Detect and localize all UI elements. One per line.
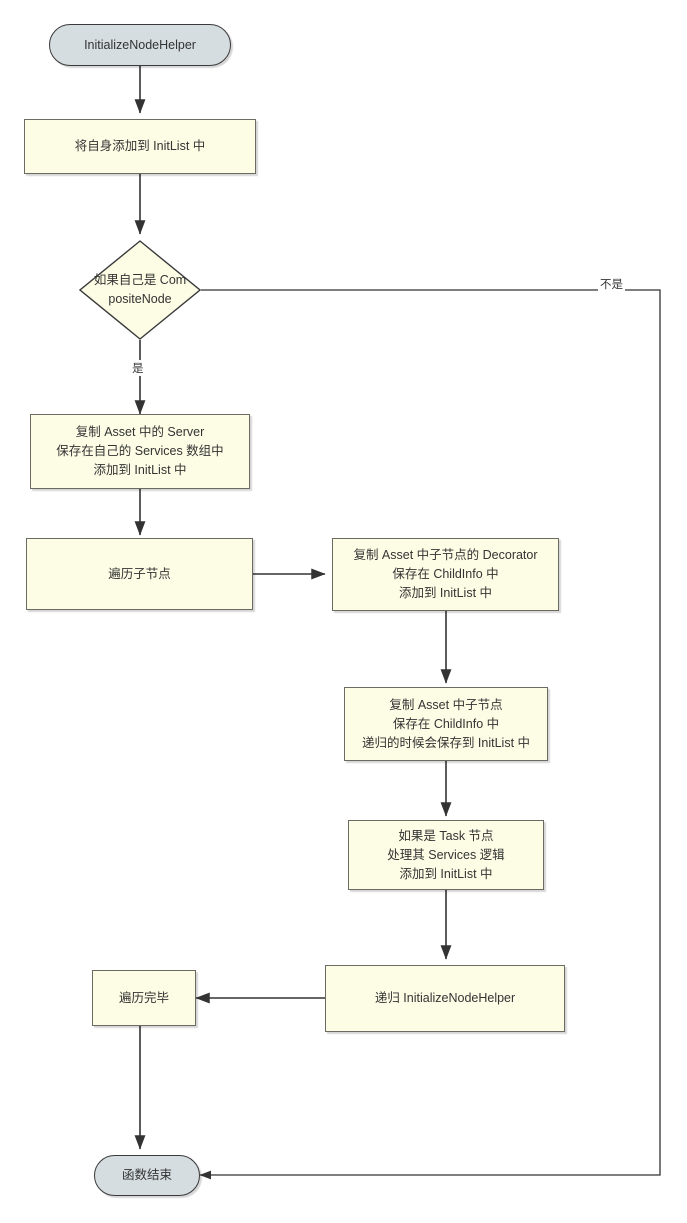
node-copy-server[interactable]: 复制 Asset 中的 Server 保存在自己的 Services 数组中 添… (30, 414, 250, 489)
node-start-label: InitializeNodeHelper (84, 37, 196, 52)
node-copy-decorator-label: 复制 Asset 中子节点的 Decorator 保存在 ChildInfo 中… (353, 548, 538, 600)
node-copy-child[interactable]: 复制 Asset 中子节点 保存在 ChildInfo 中 递归的时候会保存到 … (344, 687, 548, 761)
node-is-composite[interactable]: 如果自己是 CompositeNode (79, 240, 201, 340)
edge-decision-no-to-end (199, 289, 661, 1180)
edge-label-yes: 是 (130, 360, 146, 376)
node-is-composite-label: 如果自己是 CompositeNode (93, 273, 187, 306)
node-task-services-label: 如果是 Task 节点 处理其 Services 逻辑 添加到 InitList… (387, 828, 505, 881)
node-task-services[interactable]: 如果是 Task 节点 处理其 Services 逻辑 添加到 InitList… (348, 820, 544, 890)
node-copy-decorator[interactable]: 复制 Asset 中子节点的 Decorator 保存在 ChildInfo 中… (332, 538, 559, 611)
node-traverse-done-label: 遍历完毕 (118, 990, 169, 1005)
diamond-shape (79, 240, 201, 340)
edge-label-no: 不是 (598, 276, 625, 292)
node-start[interactable]: InitializeNodeHelper (49, 24, 231, 66)
node-end[interactable]: 函数结束 (94, 1155, 200, 1196)
node-add-self[interactable]: 将自身添加到 InitList 中 (24, 119, 256, 174)
node-copy-server-label: 复制 Asset 中的 Server 保存在自己的 Services 数组中 添… (56, 425, 224, 477)
node-traverse-children-label: 遍历子节点 (108, 566, 171, 581)
node-recurse-label: 递归 InitializeNodeHelper (374, 991, 516, 1005)
node-traverse-children[interactable]: 遍历子节点 (26, 538, 253, 610)
node-recurse[interactable]: 递归 InitializeNodeHelper (325, 965, 565, 1032)
node-end-label: 函数结束 (121, 1168, 172, 1182)
node-add-self-label: 将自身添加到 InitList 中 (74, 139, 206, 153)
node-copy-child-label: 复制 Asset 中子节点 保存在 ChildInfo 中 递归的时候会保存到 … (361, 697, 531, 750)
node-traverse-done[interactable]: 遍历完毕 (92, 970, 196, 1026)
